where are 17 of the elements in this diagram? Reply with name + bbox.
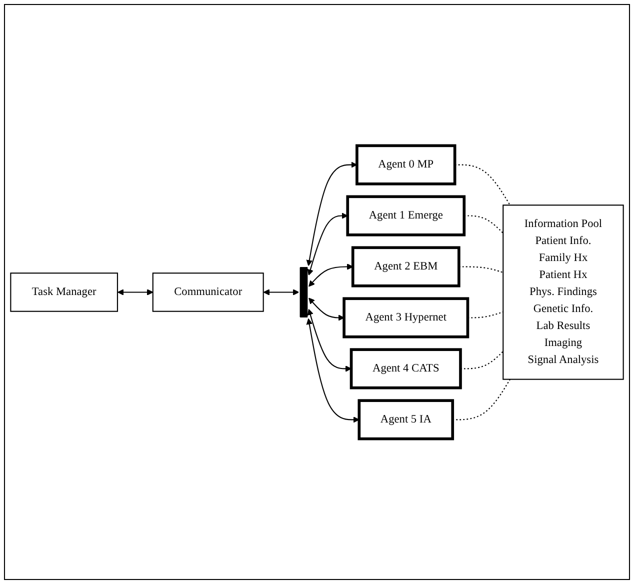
node-box: Agent 1 Emerge	[346, 195, 466, 236]
arrow	[307, 212, 348, 276]
node-box: Communicator	[152, 272, 264, 312]
arrow	[308, 263, 354, 286]
node-box: Agent 3 Hypernet	[342, 296, 470, 338]
node-box: Agent 0 MP	[356, 144, 456, 186]
arrow	[308, 298, 344, 321]
node-box: Agent 4 CATS	[350, 348, 462, 389]
arrow	[307, 308, 352, 372]
node-box: Agent 5 IA	[358, 398, 454, 440]
arrow	[306, 318, 360, 423]
node-box: Agent 2 EBM	[351, 246, 460, 288]
node-box: Task Manager	[10, 272, 118, 312]
arrow	[306, 161, 358, 266]
arrow	[263, 288, 300, 296]
node-box: Information Pool Patient Info. Family Hx Patient Hx Phys. Findings Genetic Info. Lab Results Imaging Signal Analysis	[502, 204, 624, 380]
arrow	[117, 288, 154, 296]
